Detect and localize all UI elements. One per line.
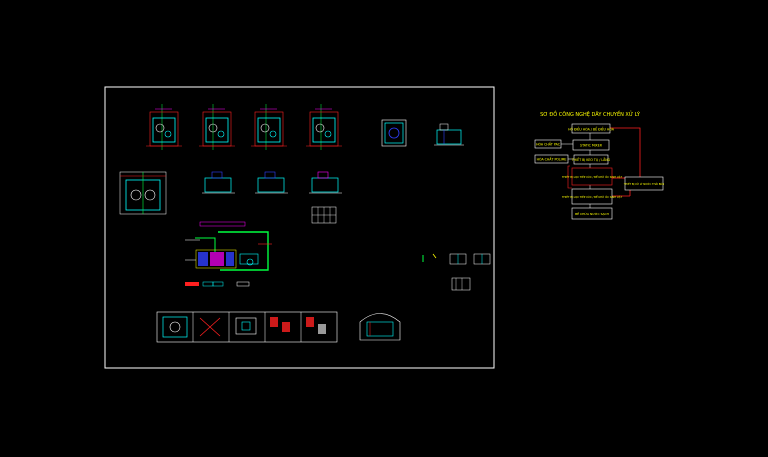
- node-settling-label: THIẾT BỊ KEO TỤ / LẮNG: [571, 156, 611, 162]
- node-filter-1-label: THIẾT BỊ LỌC TIẾP XÚC / BỂ KHỬ ỐC SINH V…: [562, 173, 623, 179]
- node-sludge[interactable]: THIẾT BỊ XỬ LÝ NƯỚC THẢI BÙN: [624, 176, 664, 191]
- node-polymer[interactable]: HÓA CHẤT POLIME: [534, 154, 569, 164]
- tank-plan-1[interactable]: [146, 104, 182, 150]
- node-filter-2-label: THIẾT BỊ LỌC TIẾP XÚC / BỂ KHỬ ỐC SINH V…: [562, 193, 623, 199]
- detail-grid[interactable]: [311, 206, 337, 224]
- flowchart-title: SƠ ĐỒ CÔNG NGHỆ DÂY CHUYỀN XỬ LÝ: [540, 109, 641, 118]
- tank-plan-2[interactable]: [199, 104, 235, 150]
- process-flowchart: SƠ ĐỒ CÔNG NGHỆ DÂY CHUYỀN XỬ LÝ HỒ ĐIỀU…: [534, 109, 664, 220]
- node-sludge-label: THIẾT BỊ XỬ LÝ NƯỚC THẢI BÙN: [624, 180, 664, 186]
- node-source-label: HỒ ĐIỀU HÒA / BỂ ĐIỀU HÒA: [568, 127, 615, 132]
- detail-small-4[interactable]: [451, 277, 471, 291]
- node-static-mixer-label: STATIC MIXER: [580, 144, 603, 148]
- plant-layout[interactable]: [185, 221, 272, 287]
- detail-arch[interactable]: [359, 313, 401, 341]
- node-lime[interactable]: HÓA CHẤT PAC: [534, 139, 562, 149]
- node-source[interactable]: HỒ ĐIỀU HÒA / BỂ ĐIỀU HÒA: [568, 123, 615, 134]
- tank-plan-4[interactable]: [306, 104, 342, 150]
- node-polymer-label: HÓA CHẤT POLIME: [537, 157, 567, 162]
- node-clear-water[interactable]: BỂ CHỨA NƯỚC SẠCH: [571, 207, 613, 220]
- tank-section-4[interactable]: [309, 171, 342, 194]
- node-clear-water-label: BỂ CHỨA NƯỚC SẠCH: [575, 211, 609, 216]
- node-filter-1[interactable]: THIẾT BỊ LỌC TIẾP XÚC / BỂ KHỬ ỐC SINH V…: [562, 167, 623, 186]
- node-filter-2[interactable]: THIẾT BỊ LỌC TIẾP XÚC / BỂ KHỬ ỐC SINH V…: [562, 188, 623, 205]
- drawing-sheet-frame: [104, 86, 495, 369]
- tank-section-1[interactable]: [434, 123, 464, 146]
- node-static-mixer[interactable]: STATIC MIXER: [572, 139, 610, 151]
- tank-plan-5[interactable]: [381, 119, 407, 147]
- detail-small-1[interactable]: [422, 253, 437, 262]
- tank-plan-left[interactable]: [119, 171, 167, 215]
- detail-strip[interactable]: [156, 311, 338, 343]
- node-settling[interactable]: THIẾT BỊ KEO TỤ / LẮNG: [571, 154, 611, 165]
- tank-plan-3[interactable]: [251, 104, 287, 150]
- tank-section-3[interactable]: [255, 171, 288, 194]
- detail-small-3[interactable]: [473, 253, 491, 265]
- detail-small-2[interactable]: [449, 253, 467, 265]
- tank-section-2[interactable]: [202, 171, 235, 194]
- node-lime-label: HÓA CHẤT PAC: [536, 142, 561, 147]
